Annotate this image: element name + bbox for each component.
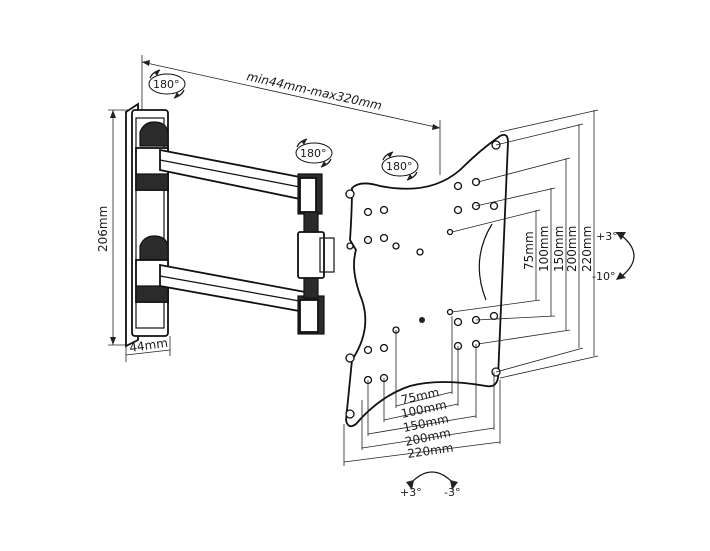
swivel-left-label: +3° (400, 486, 422, 499)
arm-pivot-rotation-label: 180° (300, 147, 327, 160)
vesa-v-100: 100mm (537, 226, 551, 272)
arm-pivot-rotation: 180° (295, 138, 333, 168)
vesa-v-150: 150mm (552, 226, 566, 272)
vesa-v-220: 220mm (580, 226, 594, 272)
wall-plate: 206mm 44mm (96, 102, 171, 362)
tilt-down-label: -10° (592, 270, 615, 283)
vesa-h-220: 220mm (406, 441, 454, 461)
tilt-indicator: +3° -10° (592, 230, 635, 283)
tilt-up-label: +3° (596, 230, 618, 243)
vesa-plate (345, 133, 509, 428)
swivel-right-label: -3° (444, 486, 460, 499)
vesa-vertical-dimensions: 75mm 100mm 150mm 200mm 220mm (451, 109, 599, 379)
plate-pivot-rotation: 180° (381, 151, 419, 181)
upper-arm (159, 148, 323, 215)
plate-pivot-rotation-label: 180° (386, 160, 413, 173)
vesa-horizontal-dimensions: 75mm 100mm 150mm 200mm 220mm (343, 316, 501, 466)
vesa-v-200: 200mm (565, 226, 579, 272)
arm-extension-label: min44mm-max320mm (245, 69, 383, 113)
wall-plate-height-label: 206mm (96, 206, 110, 252)
vesa-v-75: 75mm (522, 231, 536, 270)
center-pivot (297, 211, 335, 299)
wall-plate-depth-label: 44mm (128, 336, 168, 355)
swivel-level-indicator: +3° -3° (400, 471, 460, 499)
wall-pivot-rotation-label: 180° (153, 78, 180, 91)
lower-arm (159, 263, 325, 335)
wall-pivot-rotation: 180° (148, 69, 186, 99)
